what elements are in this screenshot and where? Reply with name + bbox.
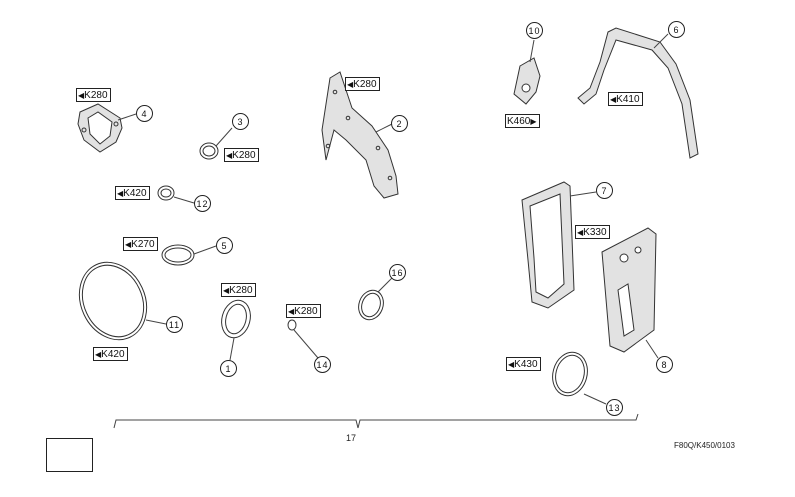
ref-label-k330-gasket-7: ◀K330	[575, 225, 610, 239]
left-arrow-icon: ◀	[577, 228, 584, 237]
callout-part-11: 11	[166, 316, 183, 333]
left-arrow-icon: ◀	[117, 189, 124, 198]
symbol-box	[46, 438, 93, 472]
ref-label-k420-seal-11: ◀K420	[93, 347, 128, 361]
leader-lines	[117, 33, 669, 405]
callout-part-5: 5	[216, 237, 233, 254]
ref-label-k280-gasket-4: ◀K280	[76, 88, 111, 102]
figure-code: F80Q/K450/0103	[674, 441, 735, 450]
callout-part-12: 12	[194, 195, 211, 212]
callout-part-3: 3	[232, 113, 249, 130]
ref-label-k280-ring-3: ◀K280	[224, 148, 259, 162]
gasket-part-7	[521, 181, 575, 309]
left-arrow-icon: ◀	[95, 350, 102, 359]
assembly-number: 17	[346, 433, 357, 443]
left-arrow-icon: ◀	[78, 91, 85, 100]
gasket-part-2	[321, 71, 399, 199]
gasket-part-4	[77, 103, 123, 153]
left-arrow-icon: ◀	[347, 80, 354, 89]
callout-part-16: 16	[389, 264, 406, 281]
ref-label-k410-gasket-6: ◀K410	[608, 92, 643, 106]
seal-part-1	[221, 299, 251, 339]
callout-part-8: 8	[656, 356, 673, 373]
right-arrow-icon: ▶	[530, 117, 537, 126]
o-ring-part-3	[199, 142, 219, 160]
gasket-part-6	[577, 27, 699, 159]
seal-part-16	[358, 289, 384, 321]
seal-part-11	[78, 261, 148, 341]
left-arrow-icon: ◀	[508, 360, 515, 369]
gasket-part-10	[513, 57, 541, 105]
left-arrow-icon: ◀	[125, 240, 132, 249]
o-ring-part-14	[287, 319, 297, 331]
callout-part-6: 6	[668, 21, 685, 38]
o-ring-part-12	[157, 185, 175, 201]
ref-label-k280-seal-1: ◀K280	[221, 283, 256, 297]
assembly-brace	[113, 413, 639, 429]
callout-part-10: 10	[526, 22, 543, 39]
left-arrow-icon: ◀	[610, 95, 617, 104]
o-ring-part-5	[161, 244, 195, 266]
ref-label-k430-ring-13: ◀K430	[506, 357, 541, 371]
ref-label-k270-ring-5: ◀K270	[123, 237, 158, 251]
ref-label-k420-ring-12: ◀K420	[115, 186, 150, 200]
left-arrow-icon: ◀	[223, 286, 230, 295]
callout-part-1: 1	[220, 360, 237, 377]
ref-label-k280-gasket-2: ◀K280	[345, 77, 380, 91]
callout-part-2: 2	[391, 115, 408, 132]
callout-part-4: 4	[136, 105, 153, 122]
ref-label-k460-gasket-10: K460▶	[505, 114, 540, 128]
left-arrow-icon: ◀	[226, 151, 233, 160]
ref-label-k280-ring-14: ◀K280	[286, 304, 321, 318]
callout-part-14: 14	[314, 356, 331, 373]
left-arrow-icon: ◀	[288, 307, 295, 316]
callout-part-13: 13	[606, 399, 623, 416]
callout-part-7: 7	[596, 182, 613, 199]
o-ring-part-13	[552, 351, 588, 397]
gasket-part-8	[601, 227, 657, 353]
